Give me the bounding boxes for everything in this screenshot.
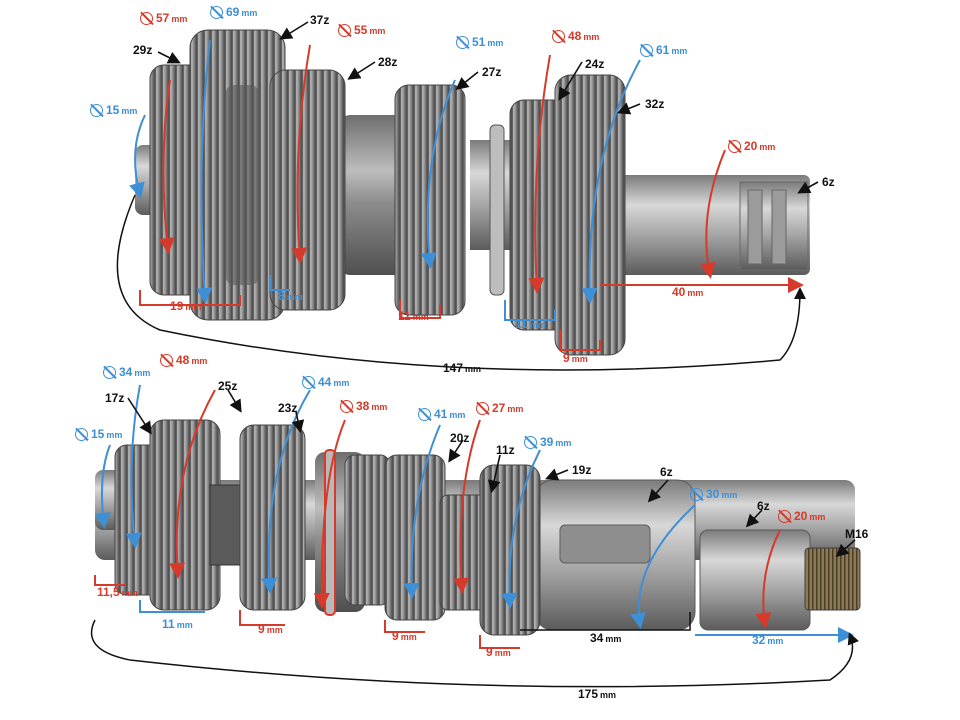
top-teeth-27z: 27z xyxy=(482,65,502,79)
bottom-gear-23z xyxy=(239,424,306,611)
diameter-symbol-icon xyxy=(552,30,565,43)
bottom-gear-19z xyxy=(479,464,541,636)
bottom-teeth-25z: 25z xyxy=(218,379,238,393)
bottom-measure-lines xyxy=(90,384,859,688)
diameter-symbol-icon xyxy=(75,428,88,441)
bottom-teeth-11z: 11z xyxy=(496,443,515,457)
diameter-symbol-icon xyxy=(103,366,116,379)
top-teeth-24z: 24z xyxy=(585,57,605,71)
diameter-symbol-icon xyxy=(90,104,103,117)
bottom-teeth-6z-sleeve: 6z xyxy=(660,465,673,479)
diameter-symbol-icon xyxy=(302,376,315,389)
top-teeth-6z: 6z xyxy=(822,175,835,189)
bottom-thread-m16: M16 xyxy=(845,527,869,541)
top-gear-28z xyxy=(269,69,346,311)
top-teeth-28z: 28z xyxy=(378,55,398,69)
diameter-symbol-icon xyxy=(140,12,153,25)
top-gear-27z xyxy=(394,84,466,316)
bottom-gear-20z xyxy=(384,454,446,621)
diameter-symbol-icon xyxy=(210,6,223,19)
top-shaft xyxy=(135,29,810,356)
diameter-symbol-icon xyxy=(778,510,791,523)
diameter-symbol-icon xyxy=(338,24,351,37)
diameter-symbol-icon xyxy=(418,408,431,421)
diameter-symbol-icon xyxy=(160,354,173,367)
bottom-pointer-lines xyxy=(127,389,856,558)
top-teeth-37z: 37z xyxy=(310,13,330,27)
diameter-symbol-icon xyxy=(728,140,741,153)
m16-thread xyxy=(804,547,861,611)
bottom-teeth-20z: 20z xyxy=(450,431,470,445)
bottom-teeth-23z: 23z xyxy=(278,401,298,415)
top-teeth-32z: 32z xyxy=(645,97,665,111)
bottom-shaft xyxy=(95,419,861,636)
bottom-teeth-6z-end: 6z xyxy=(757,499,770,513)
bottom-teeth-19z: 19z xyxy=(572,463,592,477)
diameter-symbol-icon xyxy=(340,400,353,413)
diameter-symbol-icon xyxy=(524,436,537,449)
bottom-teeth-17z: 17z xyxy=(105,391,125,405)
top-pointer-lines xyxy=(157,21,819,194)
diameter-symbol-icon xyxy=(640,44,653,57)
top-measure-lines xyxy=(116,39,806,371)
diameter-symbol-icon xyxy=(476,402,489,415)
diameter-symbol-icon xyxy=(690,488,703,501)
diameter-symbol-icon xyxy=(456,36,469,49)
top-teeth-29z: 29z xyxy=(133,43,153,57)
